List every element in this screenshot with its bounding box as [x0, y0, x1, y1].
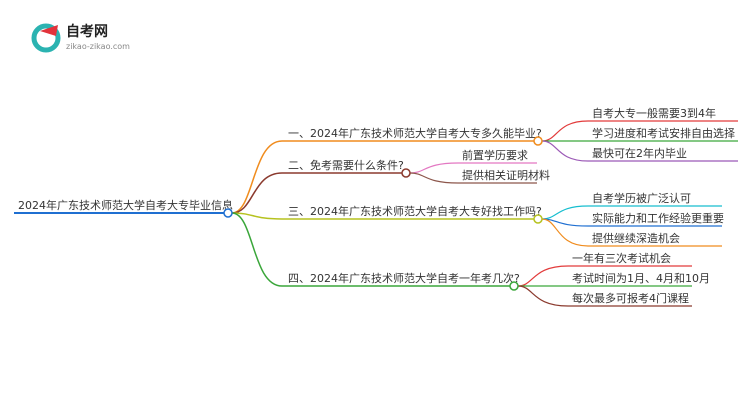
logo-ring-icon — [31, 23, 61, 53]
leaf-connector — [541, 140, 589, 162]
leaf-node: 学习进度和考试安排自由选择 — [592, 126, 735, 140]
branch-node: 二、免考需要什么条件? — [288, 158, 404, 172]
branch-node-circle — [401, 168, 411, 178]
leaf-connector — [541, 218, 589, 247]
leaf-node: 每次最多可报考4门课程 — [572, 291, 689, 305]
leaf-node: 提供继续深造机会 — [592, 231, 680, 245]
root-node: 2024年广东技术师范大学自考大专毕业信息 — [18, 198, 233, 212]
branch-node: 一、2024年广东技术师范大学自考大专多久能毕业? — [288, 126, 542, 140]
leaf-connector — [517, 265, 569, 287]
logo-cap-icon — [40, 25, 58, 36]
branch-connector — [231, 140, 283, 214]
branch-node-circle — [533, 214, 543, 224]
leaf-connector — [541, 218, 589, 227]
branch-node: 四、2024年广东技术师范大学自考一年考几次? — [288, 271, 520, 285]
leaf-node: 自考学历被广泛认可 — [592, 191, 691, 205]
branch-connector — [231, 212, 283, 287]
leaf-connector — [541, 120, 589, 142]
branch-connector — [231, 212, 283, 220]
leaf-node: 考试时间为1月、4月和10月 — [572, 272, 710, 285]
leaf-node: 自考大专一般需要3到4年 — [592, 106, 716, 120]
root-node-circle — [223, 208, 233, 218]
branch-node-circle — [509, 281, 519, 291]
leaf-connector — [541, 205, 589, 220]
leaf-node: 提供相关证明材料 — [462, 168, 550, 182]
leaf-node: 实际能力和工作经验更重要 — [592, 211, 724, 225]
leaf-connector — [409, 172, 459, 184]
branch-node-circle — [533, 136, 543, 146]
mindmap-nodes: 2024年广东技术师范大学自考大专毕业信息 一、2024年广东技术师范大学自考大专… — [18, 106, 735, 305]
leaf-node: 最快可在2年内毕业 — [592, 146, 687, 160]
branch-node: 三、2024年广东技术师范大学自考大专好找工作吗? — [288, 204, 542, 218]
connector-lines — [14, 120, 738, 307]
leaf-node: 前置学历要求 — [462, 148, 528, 162]
leaf-connector — [409, 162, 459, 174]
leaf-node: 一年有三次考试机会 — [572, 251, 671, 265]
logo-name: 自考网 — [66, 23, 108, 40]
logo-url: zikao-zikao.com — [66, 42, 130, 51]
logo: 自考网 zikao-zikao.com — [31, 23, 130, 53]
leaf-connector — [517, 285, 569, 307]
branch-connector — [231, 172, 283, 214]
